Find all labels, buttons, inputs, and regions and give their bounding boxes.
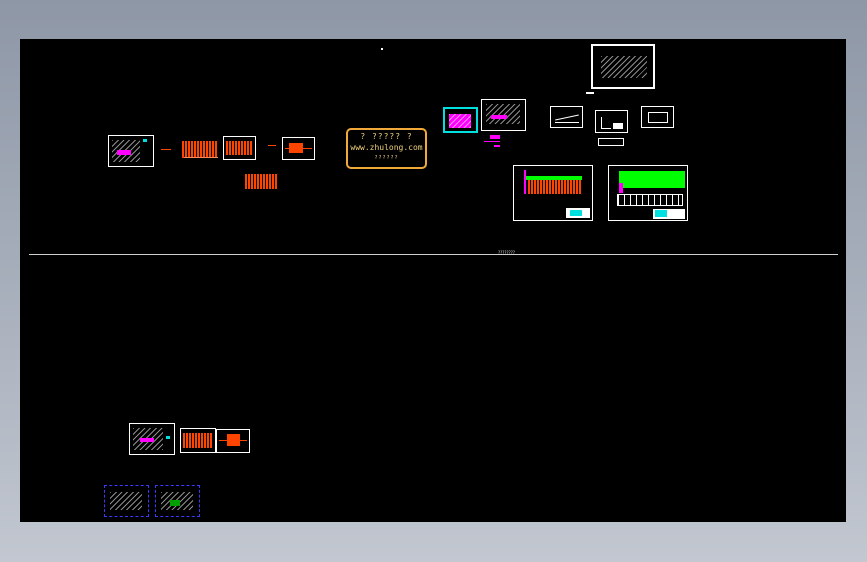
drawing-sheet-site-plan-copy[interactable] <box>129 423 175 455</box>
stamp-url: www.zhulong.com <box>350 143 423 152</box>
site-plan-cyan-mark <box>143 139 147 142</box>
drawing-sheet-section[interactable] <box>282 137 315 160</box>
section-axis <box>285 148 312 149</box>
plan-2-magenta <box>491 115 507 119</box>
profile-2-grid <box>617 194 683 206</box>
detail-c-frame <box>648 112 668 123</box>
detail-a-slope <box>555 114 579 121</box>
site-plan-copy-magenta <box>140 438 154 442</box>
detail-b-stair <box>601 117 611 129</box>
orange-elevation-block-1[interactable] <box>182 141 218 158</box>
divider-label: ???????? <box>498 250 515 255</box>
leader-mark <box>161 149 171 150</box>
drawing-sheet-detail-b[interactable] <box>595 110 628 133</box>
profile-2-magenta <box>619 183 623 193</box>
key-map-leader <box>586 92 594 94</box>
orange-detail-block[interactable] <box>245 174 277 189</box>
profile-2-green <box>619 171 685 188</box>
layout-a-linework <box>110 492 142 510</box>
detail-a-base <box>555 122 579 123</box>
elevation-copy-fill <box>183 433 213 448</box>
profile-2-table <box>653 209 685 219</box>
drawing-sheet-plan-2[interactable] <box>481 99 526 131</box>
profile-2-cyan <box>655 210 667 217</box>
magenta-note-line <box>484 141 500 142</box>
profile-1-bars <box>528 180 582 194</box>
magenta-note-2 <box>494 145 500 147</box>
drawing-sheet-long-profile-2[interactable] <box>608 165 688 221</box>
stamp-line-3: ?????? <box>374 155 399 161</box>
stamp-line-1: ? ????? ? <box>360 132 413 141</box>
profile-1-magenta <box>524 170 526 194</box>
elevation-fill <box>226 141 253 155</box>
key-map-linework <box>601 56 647 78</box>
drawing-sheet-detail-a[interactable] <box>550 106 583 128</box>
drawing-sheet-detail-c[interactable] <box>641 106 674 128</box>
drawing-sheet-elevation-copy[interactable] <box>180 428 216 453</box>
section-divider-line <box>29 254 838 255</box>
detail-b-caption <box>598 138 624 146</box>
zhulong-watermark-stamp: ? ????? ? www.zhulong.com ?????? <box>346 128 427 169</box>
layout-b-green <box>170 500 180 506</box>
drawing-sheet-layout-b[interactable] <box>155 485 200 517</box>
drawing-sheet-section-copy[interactable] <box>216 429 250 453</box>
plan-2-linework <box>486 104 520 124</box>
color-plan-linework <box>449 114 471 128</box>
site-plan-magenta-mark <box>117 150 131 155</box>
drawing-sheet-site-plan[interactable] <box>108 135 154 167</box>
site-plan-copy-cyan <box>166 436 170 439</box>
orange-elevation-base <box>184 157 218 158</box>
detail-b-block <box>613 123 623 129</box>
profile-1-green <box>526 176 582 180</box>
drawing-sheet-long-profile-1[interactable] <box>513 165 593 221</box>
model-point <box>381 48 383 50</box>
magenta-note-1 <box>490 135 500 139</box>
section-copy-axis <box>219 440 247 441</box>
connector-mark <box>268 145 276 146</box>
drawing-sheet-key-map[interactable] <box>591 44 655 89</box>
drawing-sheet-elevation[interactable] <box>223 136 256 160</box>
drawing-sheet-layout-a[interactable] <box>104 485 149 517</box>
drawing-sheet-color-plan[interactable] <box>443 107 478 133</box>
cad-model-space[interactable]: ? ????? ? www.zhulong.com ?????? <box>20 39 846 522</box>
profile-1-cyan <box>570 210 582 216</box>
